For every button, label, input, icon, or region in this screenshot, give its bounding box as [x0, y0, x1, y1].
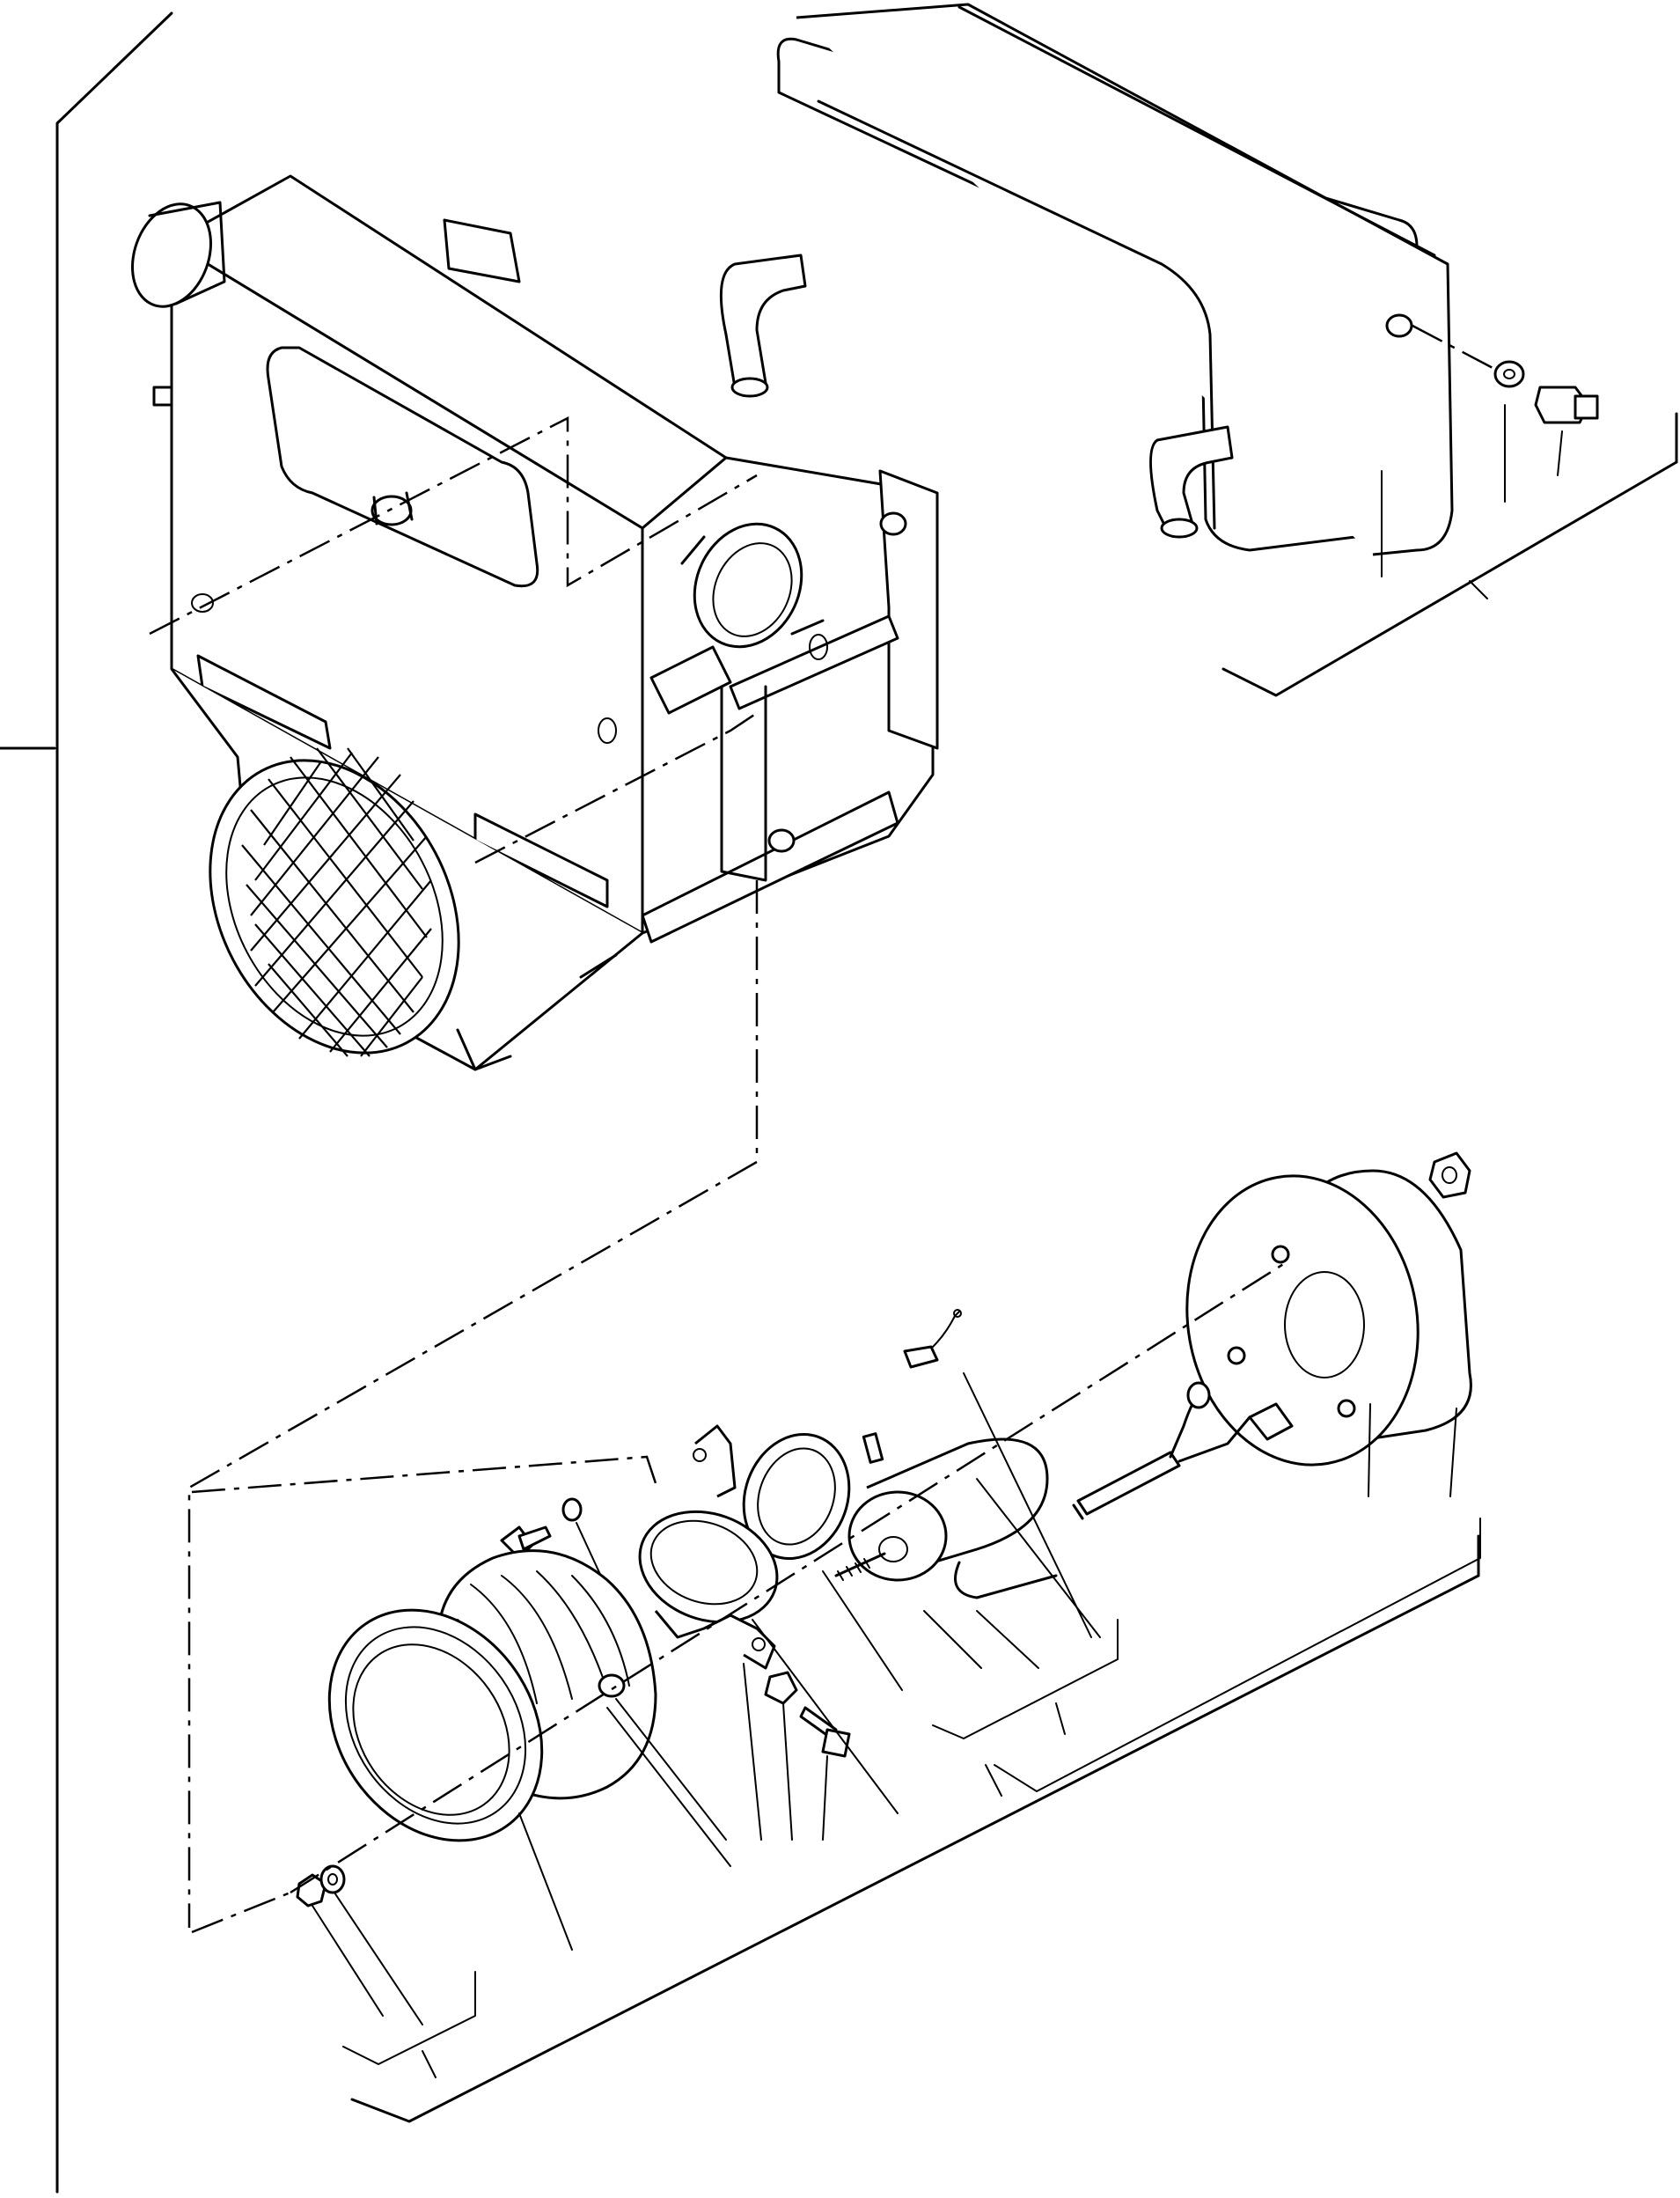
- grille-mesh: [209, 747, 460, 1057]
- heater-unit: [131, 174, 939, 1071]
- heater-core: [719, 3, 1678, 697]
- frame-bracket-lines: [0, 11, 173, 2194]
- bottom-bracket-lines: [350, 1534, 1480, 2123]
- axis-lines-upper: [149, 415, 759, 1928]
- blower-motor-assembly: [191, 1151, 1481, 2078]
